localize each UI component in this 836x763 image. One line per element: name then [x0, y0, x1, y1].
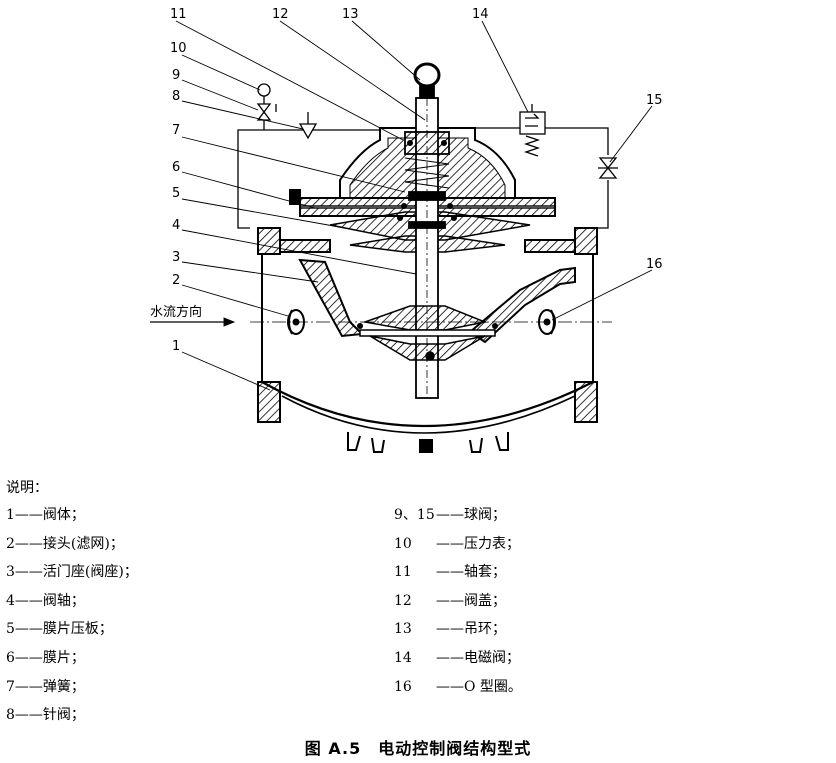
legend-item-7: 7——弹簧； [6, 678, 85, 695]
callout-4: 4 [172, 218, 180, 233]
legend-item-6: 6——膜片； [6, 649, 85, 666]
flow-direction-label: 水流方向 [150, 304, 202, 320]
callout-11: 11 [170, 7, 187, 22]
callout-5: 5 [172, 186, 180, 201]
callout-16: 16 [646, 257, 663, 272]
legend-item-5: 5——膜片压板； [6, 621, 113, 638]
callout-6: 6 [172, 160, 180, 175]
legend-item-12: 12——阀盖； [394, 592, 506, 609]
legend-item-11: 11——轴套； [394, 564, 506, 581]
callout-2: 2 [172, 273, 180, 288]
callout-3: 3 [172, 250, 180, 265]
legend-item-14: 14——电磁阀； [394, 649, 520, 666]
legend-item-9-15: 9、15——球阀； [394, 507, 506, 523]
callout-14: 14 [472, 7, 489, 22]
legend-item-4: 4——阀轴； [6, 592, 85, 609]
o-rings [357, 140, 498, 329]
callout-10: 10 [170, 41, 187, 56]
callout-9: 9 [172, 68, 180, 83]
legend-item-16: 16——O 型圈。 [394, 678, 522, 695]
control-piping [237, 83, 618, 229]
legend-item-13: 13——吊环； [394, 621, 506, 638]
leader-lines [150, 20, 653, 391]
legend-item-1: 1——阀体； [6, 507, 85, 523]
legend-item-8: 8——针阀； [6, 707, 85, 724]
callout-8: 8 [172, 89, 180, 104]
legend-item-10: 10——压力表； [394, 535, 520, 552]
legend-title: 说明： [6, 480, 48, 496]
callout-12: 12 [272, 7, 289, 22]
figure-caption: 图 A.5 电动控制阀结构型式 [304, 739, 532, 758]
callout-15: 15 [646, 93, 663, 108]
callout-7: 7 [172, 123, 180, 138]
legend-item-2: 2——接头(滤网)； [6, 535, 124, 552]
callout-13: 13 [342, 7, 359, 22]
valve-diagram: 11 12 13 14 10 9 8 15 7 6 5 4 3 16 2 1 水… [150, 7, 663, 453]
valve-body [257, 227, 598, 453]
legend-left-column: 1——阀体； 2——接头(滤网)； 3——活门座(阀座)； 4——阀轴； 5——… [6, 501, 138, 730]
valve-disc [359, 305, 496, 361]
callout-labels: 11 12 13 14 10 9 8 15 7 6 5 4 3 16 2 1 水… [150, 7, 663, 354]
callout-1: 1 [172, 339, 180, 354]
legend-right-column: 9、15——球阀； 10——压力表； 11——轴套； 12——阀盖； 13——吊… [394, 501, 522, 701]
legend-item-3: 3——活门座(阀座)； [6, 564, 138, 581]
